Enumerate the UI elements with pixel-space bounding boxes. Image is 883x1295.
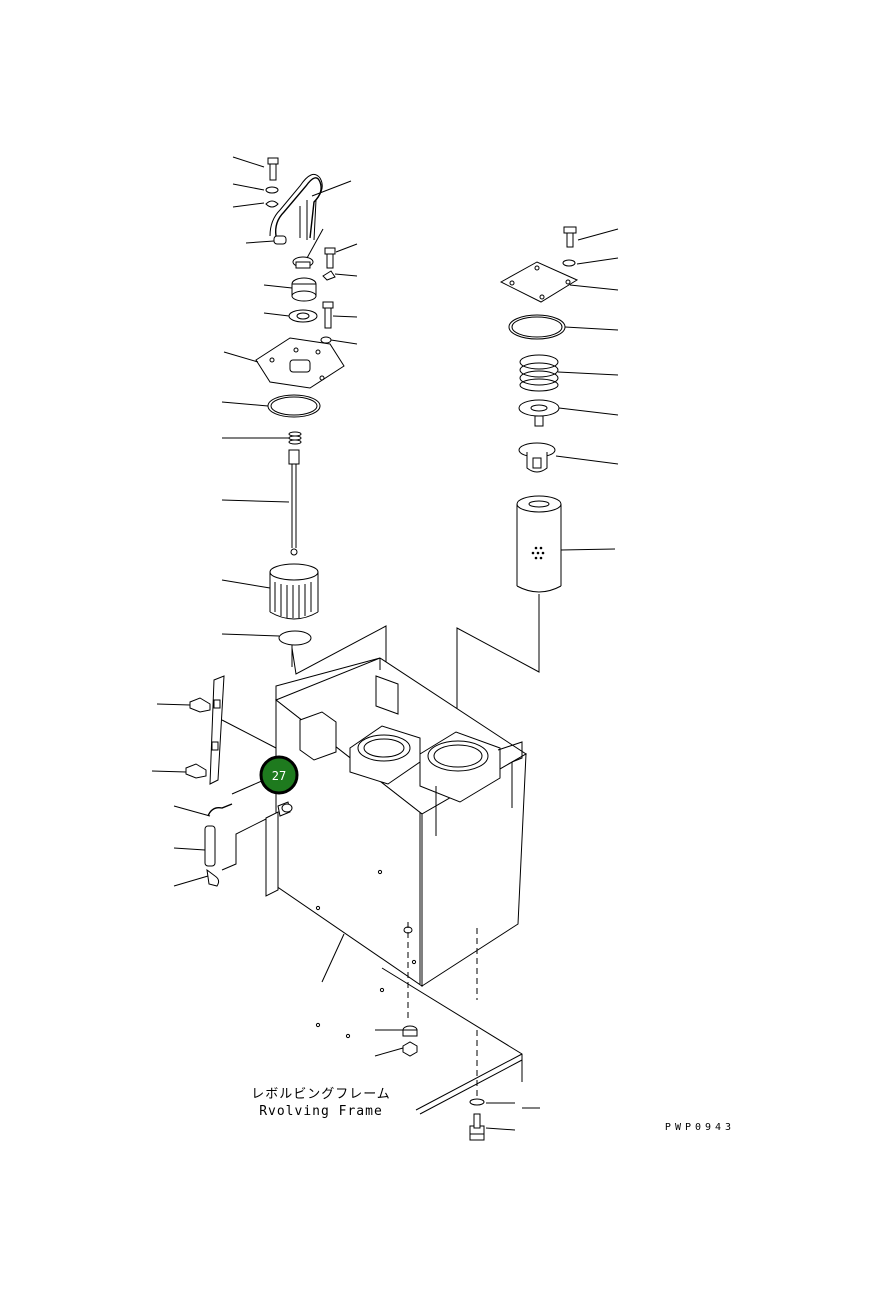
elbow-part [207,803,233,817]
frame-label-japanese: レボルビングフレーム [251,1087,391,1102]
clip-part [265,200,279,208]
rod-part [288,449,300,465]
lockwasher-part [322,270,336,281]
leader-lines-bottom [321,933,540,1131]
drain-valve-part [402,1041,418,1057]
strainer-part [269,563,319,620]
hose-part [204,825,216,867]
fitting-part [185,763,207,779]
o-ring-part [278,630,312,646]
washer-part [265,186,279,194]
leader-lines-right [555,228,619,551]
bolt-part [267,157,279,181]
spring-part [288,431,302,445]
bolt-part [563,226,577,248]
flange-part [288,309,318,323]
o-ring-part [267,394,321,418]
nipple-part [273,235,287,245]
bolt-part [324,247,336,269]
frame-label-english: Rvolving Frame [259,1104,383,1119]
callout-number[interactable]: 27 [272,769,286,783]
washer-part [320,336,332,344]
fitting-part [189,697,211,713]
spring-part [519,354,559,392]
leader-lines-left [221,156,358,637]
right-stack [456,226,579,738]
level-gauge-assembly [185,675,293,897]
bolt-part [322,301,334,329]
valve-part [518,399,560,417]
callout-27-marker[interactable]: 27 [259,755,299,795]
left-stack [255,157,387,675]
drawing-code: PWP0943 [665,1122,735,1133]
leader-lines-gauge [151,703,265,887]
washer-part [562,259,576,267]
callout-circle[interactable] [259,755,299,795]
o-ring-part [508,314,566,340]
hydraulic-tank [275,657,527,1141]
filter-cover-part [499,261,579,303]
filter-element-part [516,495,562,593]
revolving-frame [381,967,523,1115]
washer-part [469,1098,485,1106]
